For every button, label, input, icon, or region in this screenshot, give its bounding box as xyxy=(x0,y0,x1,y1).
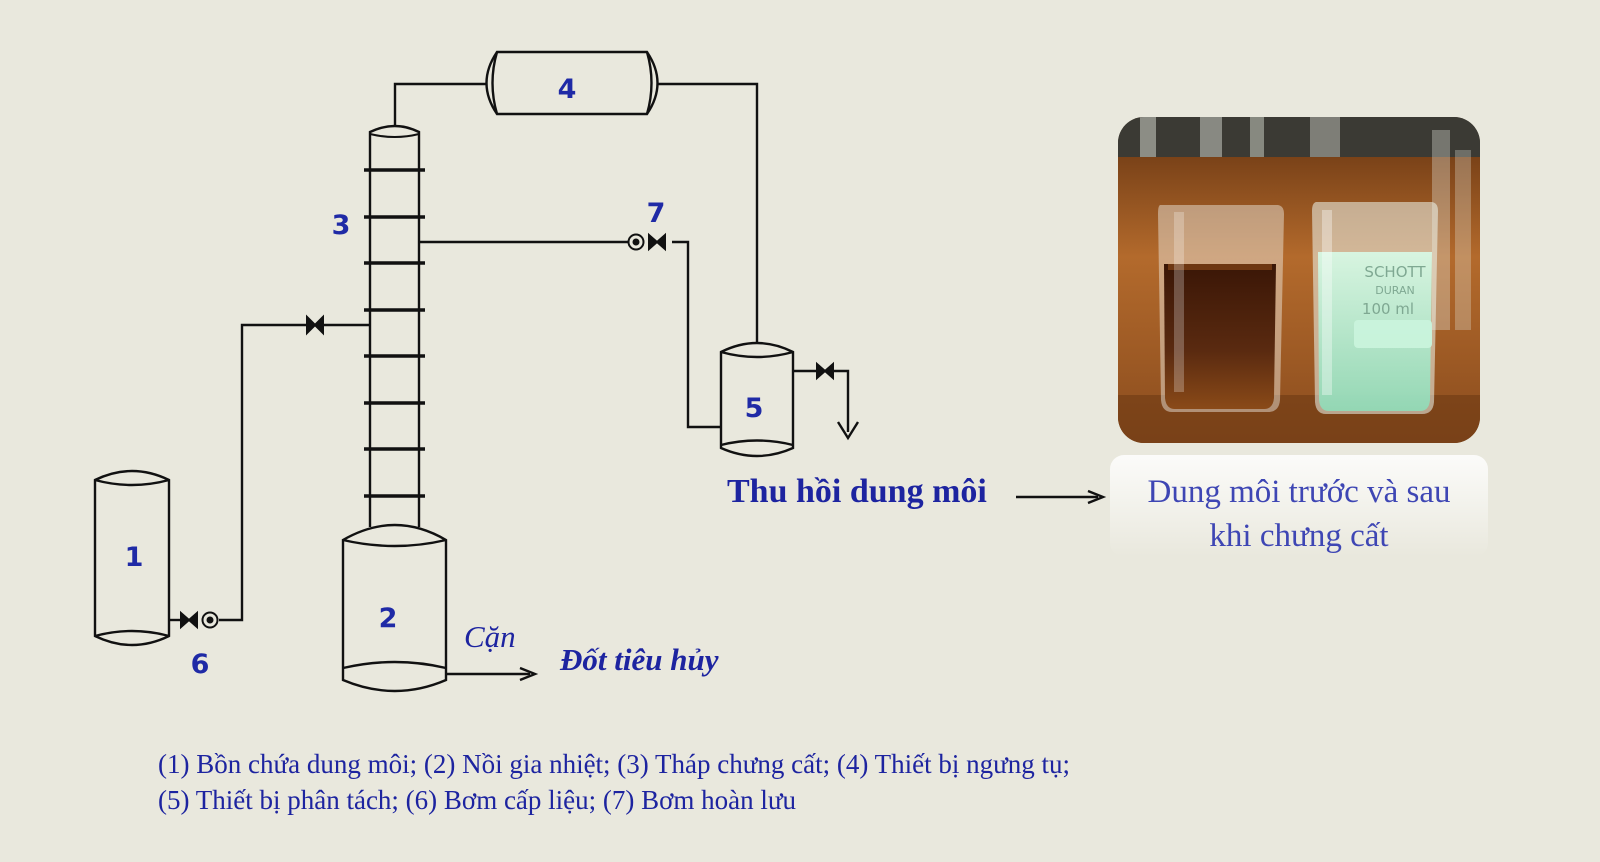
reflux-pump-icon xyxy=(627,232,666,252)
label-column-3: 3 xyxy=(332,210,351,241)
reboiler-2 xyxy=(341,523,448,693)
tank-1 xyxy=(93,469,171,647)
residue-arrowhead xyxy=(519,666,539,682)
separator-valve-icon xyxy=(816,361,834,381)
pipe-separator-outlet xyxy=(793,369,850,432)
beaker-print-schott: SCHOTT xyxy=(1364,263,1426,281)
recovery-label: Thu hồi dung môi xyxy=(727,473,987,510)
label-condenser-4: 4 xyxy=(558,74,577,105)
feed-pump-icon xyxy=(180,610,219,630)
legend-line-1: (1) Bồn chứa dung môi; (2) Nồi gia nhiệt… xyxy=(158,749,1070,779)
label-separator-5: 5 xyxy=(745,393,764,424)
label-pump-6: 6 xyxy=(191,649,210,680)
pipe-condenser-to-separator xyxy=(657,82,759,342)
pipes xyxy=(168,82,1107,682)
legend-line-2: (5) Thiết bị phân tách; (6) Bơm cấp liệu… xyxy=(158,785,797,815)
beaker-print-volume: 100 ml xyxy=(1362,300,1414,318)
residue-label: Cặn xyxy=(464,619,516,654)
pipe-reflux-to-separator xyxy=(672,240,721,429)
column-trays xyxy=(364,168,425,498)
photo-caption-line1: Dung môi trước và sau xyxy=(1148,474,1451,510)
column-3 xyxy=(364,124,425,500)
pipe-column-to-condenser xyxy=(393,82,486,126)
photo-caption-line2: khi chưng cất xyxy=(1209,518,1388,554)
separator-5 xyxy=(719,341,795,458)
outlet-arrowhead xyxy=(836,421,860,441)
recovery-arrowhead xyxy=(1087,489,1107,505)
solvent-photo: SCHOTT DURAN 100 ml xyxy=(1118,117,1480,443)
pipe-feed-to-column xyxy=(219,323,369,622)
label-reboiler-2: 2 xyxy=(379,603,398,634)
feed-valve-icon xyxy=(306,314,324,336)
photo-caption-glow xyxy=(1110,455,1488,557)
label-tank-1: 1 xyxy=(125,542,144,573)
beaker-print-duran: DURAN xyxy=(1375,284,1414,297)
equipment-legend: (1) Bồn chứa dung môi; (2) Nồi gia nhiệt… xyxy=(158,746,1070,818)
dirty-solvent-beaker xyxy=(1158,205,1284,412)
label-pump-7: 7 xyxy=(647,198,666,229)
incinerate-label: Đốt tiêu hủy xyxy=(559,642,719,677)
clean-solvent-beaker: SCHOTT DURAN 100 ml xyxy=(1312,202,1438,414)
condenser-4 xyxy=(485,50,659,116)
